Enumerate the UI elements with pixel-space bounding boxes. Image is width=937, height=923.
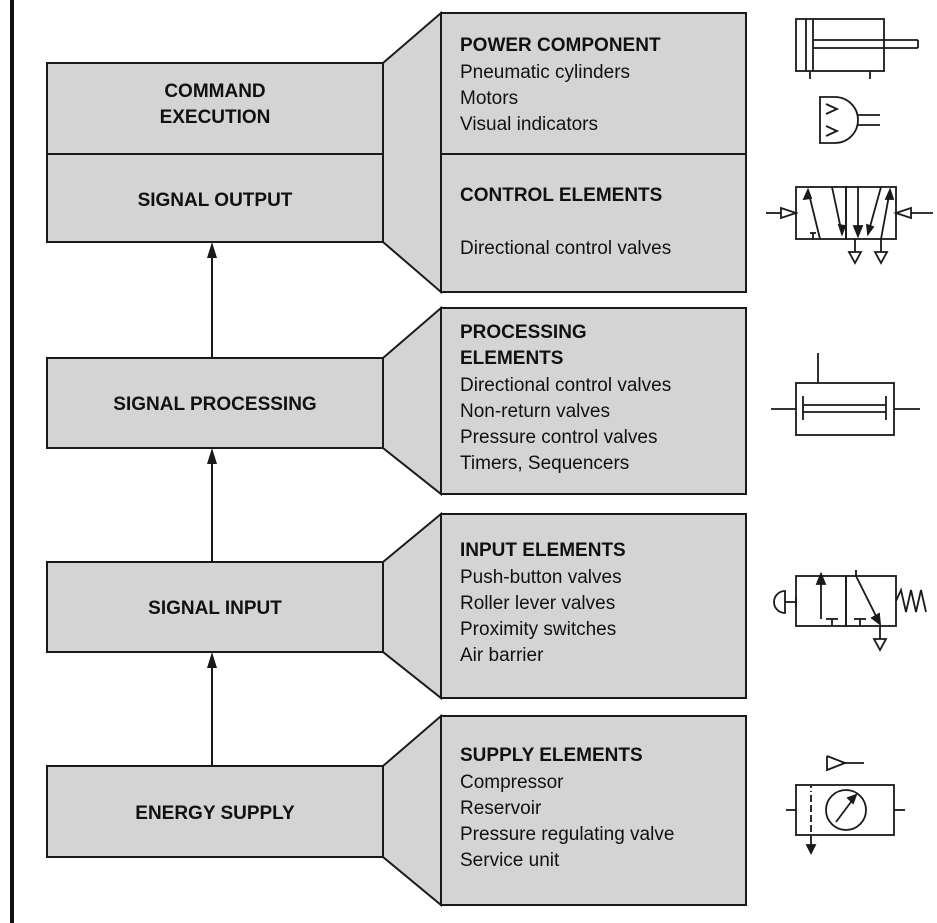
panel-item: Pressure control valves [460, 427, 657, 448]
panel-power-component: POWER COMPONENT Pneumatic cylinders Moto… [440, 12, 747, 155]
panel-item: Directional control valves [460, 375, 671, 396]
panel-heading: CONTROL ELEMENTS [460, 185, 662, 206]
panel-control-elements: CONTROL ELEMENTS Directional control val… [440, 153, 747, 293]
panel-heading: PROCESSING [460, 322, 587, 343]
panel-item: Timers, Sequencers [460, 453, 629, 474]
stage-energy-supply: ENERGY SUPPLY [46, 765, 384, 858]
stage-signal-output: SIGNAL OUTPUT [46, 153, 384, 243]
five-port-directional-valve-icon [766, 186, 933, 265]
flow-arrow [207, 242, 217, 358]
stage-label-line: SIGNAL INPUT [148, 598, 282, 619]
stage-label-line: ENERGY SUPPLY [135, 803, 295, 824]
shuttle-valve-icon [771, 353, 920, 436]
panel-item: Compressor [460, 772, 564, 793]
pneumatic-motor-icon [819, 96, 880, 144]
panel-heading: INPUT ELEMENTS [460, 540, 626, 561]
panel-item: Push-button valves [460, 567, 622, 588]
panel-item: Non-return valves [460, 401, 610, 422]
panel-heading: ELEMENTS [460, 348, 563, 369]
panel-item: Reservoir [460, 798, 542, 819]
panel-processing-elements: PROCESSING ELEMENTS Directional control … [440, 307, 747, 495]
panel-item: Pneumatic cylinders [460, 62, 630, 83]
connector-trapezoid [382, 10, 442, 295]
panel-item: Proximity switches [460, 619, 616, 640]
panel-item: Roller lever valves [460, 593, 615, 614]
stage-label-line: SIGNAL OUTPUT [138, 190, 293, 211]
frame-bar [10, 0, 14, 923]
panel-item: Service unit [460, 850, 560, 871]
panel-input-elements: INPUT ELEMENTS Push-button valves Roller… [440, 513, 747, 699]
stage-command-execution: COMMAND EXECUTION [46, 62, 384, 155]
flow-arrow [207, 652, 217, 766]
panel-item: Pressure regulating valve [460, 824, 674, 845]
panel-item: Motors [460, 88, 518, 109]
service-unit-icon [786, 755, 905, 856]
double-acting-cylinder-icon [795, 18, 919, 79]
connector-trapezoid [382, 511, 442, 701]
stage-label-line: EXECUTION [160, 107, 271, 128]
flow-arrow [207, 448, 217, 562]
connector-trapezoid [382, 305, 442, 497]
panel-item: Visual indicators [460, 114, 598, 135]
panel-heading: SUPPLY ELEMENTS [460, 745, 643, 766]
panel-item: Air barrier [460, 645, 544, 666]
connector-trapezoid [382, 713, 442, 908]
stage-signal-input: SIGNAL INPUT [46, 561, 384, 653]
stage-signal-processing: SIGNAL PROCESSING [46, 357, 384, 449]
panel-item: Directional control valves [460, 238, 671, 259]
stage-label-line: SIGNAL PROCESSING [113, 394, 316, 415]
panel-supply-elements: SUPPLY ELEMENTS Compressor Reservoir Pre… [440, 715, 747, 906]
push-button-valve-icon [773, 570, 927, 652]
panel-heading: POWER COMPONENT [460, 35, 661, 56]
stage-label-line: COMMAND [164, 81, 265, 102]
